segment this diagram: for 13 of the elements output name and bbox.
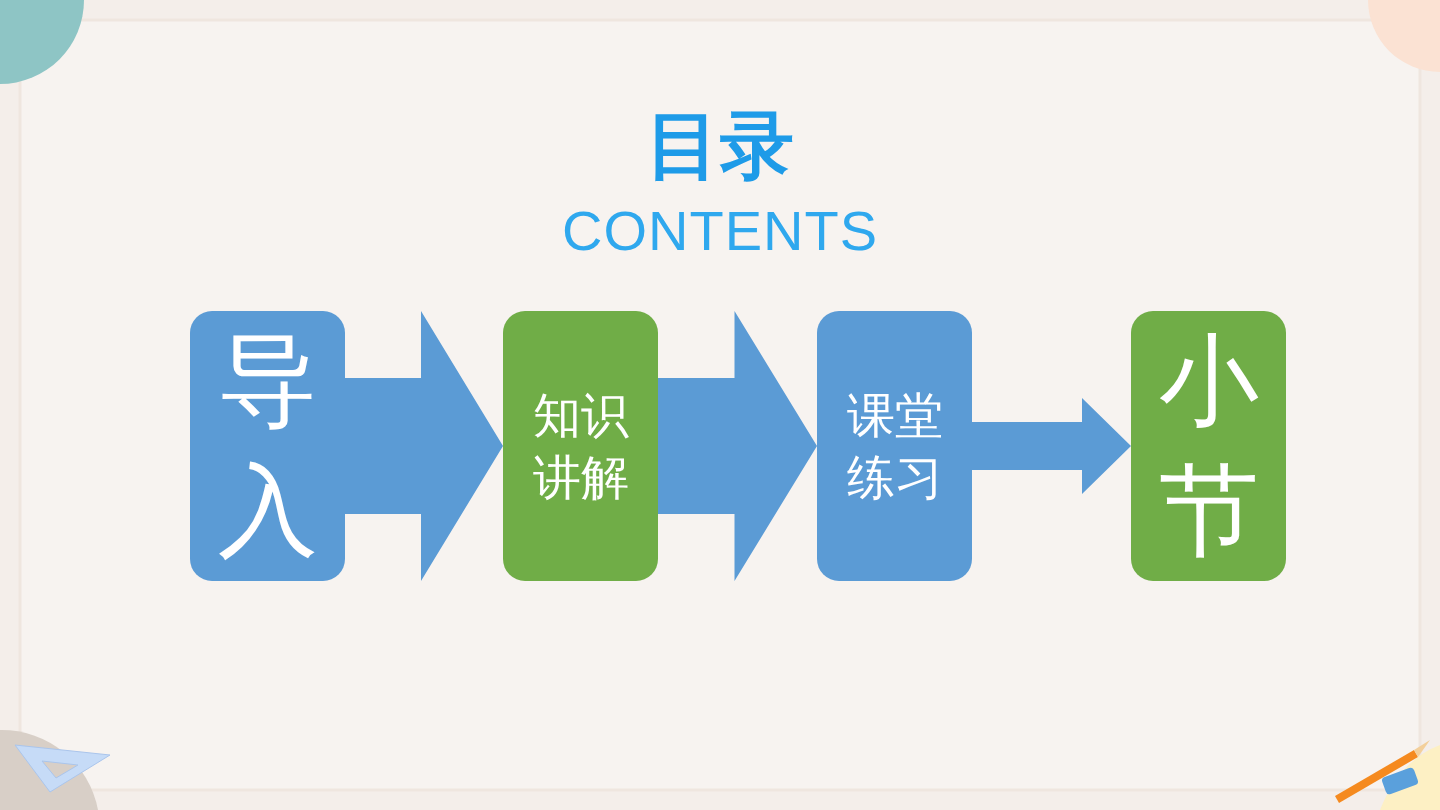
step-box (817, 311, 972, 581)
step-box (503, 311, 658, 581)
subtitle: CONTENTS (562, 199, 878, 262)
block-arrow (658, 311, 817, 581)
step-label: 导入 (216, 321, 319, 571)
step-label: 小节 (1157, 321, 1260, 571)
step-box (1131, 311, 1286, 581)
step-box (190, 311, 345, 581)
block-arrow (972, 398, 1131, 494)
title: 目录 (646, 102, 794, 188)
step-label: 课堂练习 (845, 385, 944, 507)
step-label: 知识讲解 (531, 385, 630, 507)
block-arrow (345, 311, 503, 581)
